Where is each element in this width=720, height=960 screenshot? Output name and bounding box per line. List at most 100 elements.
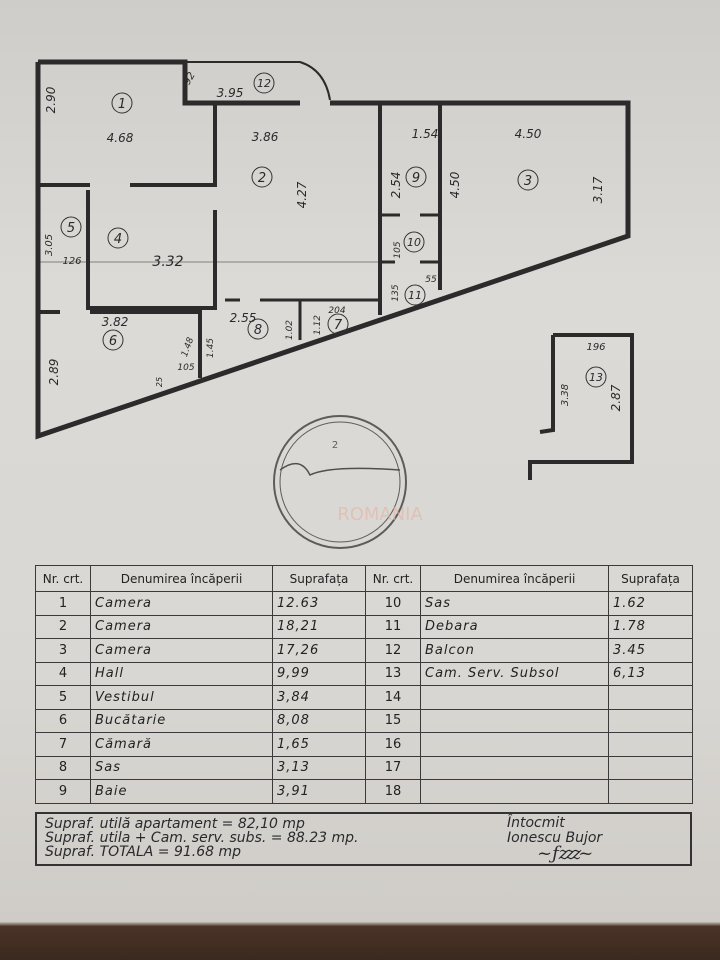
room-name: Balcon: [420, 638, 609, 663]
col-header: Suprafața: [272, 565, 366, 592]
dim-label: 4.50: [515, 127, 542, 141]
room-number: 18: [365, 779, 421, 804]
room-number: 13: [365, 661, 421, 686]
dim-label: 3.95: [217, 86, 244, 100]
room-number: 15: [365, 708, 421, 733]
room-3-marker: 3: [517, 169, 539, 191]
room-6-marker: 6: [102, 329, 124, 351]
room-name: Camera: [90, 638, 273, 663]
room-1-marker: 1: [111, 92, 133, 114]
svg-text:13: 13: [589, 371, 603, 384]
room-name: [420, 732, 609, 757]
walls: [35, 59, 634, 480]
author-name: Ionescu Bujor: [507, 830, 603, 846]
room-area: [608, 685, 693, 710]
svg-text:10: 10: [407, 236, 421, 249]
dim-label: 3.86: [252, 130, 279, 144]
svg-text:2: 2: [258, 171, 266, 186]
room-number: 16: [365, 732, 421, 757]
floor-plan: 1 2 3 4 5 6 7 8 9 10 11 12 13 2.90 4.68 …: [35, 59, 634, 549]
room-number: 10: [365, 591, 421, 616]
dim-label: 135: [391, 284, 401, 301]
dim-label: 126: [62, 256, 81, 267]
svg-text:11: 11: [408, 289, 422, 302]
dim-label: 2.89: [47, 359, 61, 386]
room-number: 17: [365, 755, 421, 780]
svg-text:1: 1: [118, 97, 126, 112]
room-area: 9,99: [272, 661, 366, 686]
author-label: Întocmit: [507, 815, 565, 831]
dim-label: 105: [177, 363, 194, 373]
rooms-table: Nr. crt. Denumirea încăperii Suprafața N…: [35, 565, 693, 804]
svg-text:8: 8: [254, 323, 262, 338]
room-name: Sas: [90, 755, 273, 780]
dim-label: 196: [586, 342, 605, 353]
room-number: 14: [365, 685, 421, 710]
dim-label: 3.05: [44, 234, 55, 256]
room-number: 3: [35, 638, 91, 663]
dim-label: 204: [328, 306, 345, 316]
room-area: 3,84: [272, 685, 366, 710]
dim-label: 2.90: [44, 86, 58, 113]
room-markers: 1 2 3 4 5 6 7 8 9 10 11 12 13: [60, 72, 607, 388]
room-4-marker: 4: [107, 227, 129, 249]
dim-label: 2.54: [389, 172, 403, 199]
dim-label: 105: [393, 241, 403, 258]
room-area: [608, 732, 693, 757]
room-12-marker: 12: [253, 72, 275, 94]
room-area: 3.45: [608, 638, 693, 663]
dimension-labels: 2.90 4.68 92 3.95 3.86 4.27 1.54 4.50 2.…: [44, 70, 623, 411]
room-area: [608, 779, 693, 804]
usable-area-line: Supraf. utilă apartament = 82,10 mp: [45, 816, 305, 832]
watermark: ROMANIA: [337, 504, 423, 525]
room-area: 8,08: [272, 708, 366, 733]
room-7-marker: 7: [327, 313, 349, 335]
dim-label: 3.32: [152, 254, 183, 270]
dim-label: 2.55: [230, 311, 257, 325]
room-10-marker: 10: [403, 231, 425, 253]
dim-label: 3.17: [591, 176, 605, 203]
room-name: Cămară: [90, 732, 273, 757]
dim-label: 4.50: [448, 171, 462, 198]
col-header: Denumirea încăperii: [90, 565, 273, 592]
dim-label: 3.82: [102, 315, 129, 329]
svg-text:2: 2: [332, 440, 338, 451]
room-name: [420, 779, 609, 804]
dim-label: 1.45: [206, 338, 216, 358]
room-name: Cam. Serv. Subsol: [420, 661, 609, 686]
room-area: 1,65: [272, 732, 366, 757]
room-number: 12: [365, 638, 421, 663]
table-header-row: Nr. crt. Denumirea încăperii Suprafața N…: [35, 565, 693, 592]
room-5-marker: 5: [60, 216, 82, 238]
room-area: 6,13: [608, 661, 693, 686]
room-number: 1: [35, 591, 91, 616]
room-number: 5: [35, 685, 91, 710]
dim-label: 4.27: [295, 181, 309, 208]
col-header: Nr. crt.: [35, 565, 91, 592]
room-name: Camera: [90, 614, 273, 639]
room-area: 3,13: [272, 755, 366, 780]
svg-text:5: 5: [67, 221, 75, 236]
room-name: Camera: [90, 591, 273, 616]
svg-text:4: 4: [114, 232, 122, 247]
svg-text:3: 3: [524, 174, 532, 189]
room-9-marker: 9: [405, 166, 427, 188]
room-number: 9: [35, 779, 91, 804]
dim-label: 1.12: [313, 315, 323, 335]
room-area: 17,26: [272, 638, 366, 663]
dim-label: 1.48: [180, 336, 196, 359]
room-11-marker: 11: [404, 284, 426, 306]
col-header: Denumirea încăperii: [420, 565, 609, 592]
dim-label: 55: [425, 275, 437, 285]
room-area: 1.62: [608, 591, 693, 616]
svg-text:6: 6: [109, 334, 117, 349]
